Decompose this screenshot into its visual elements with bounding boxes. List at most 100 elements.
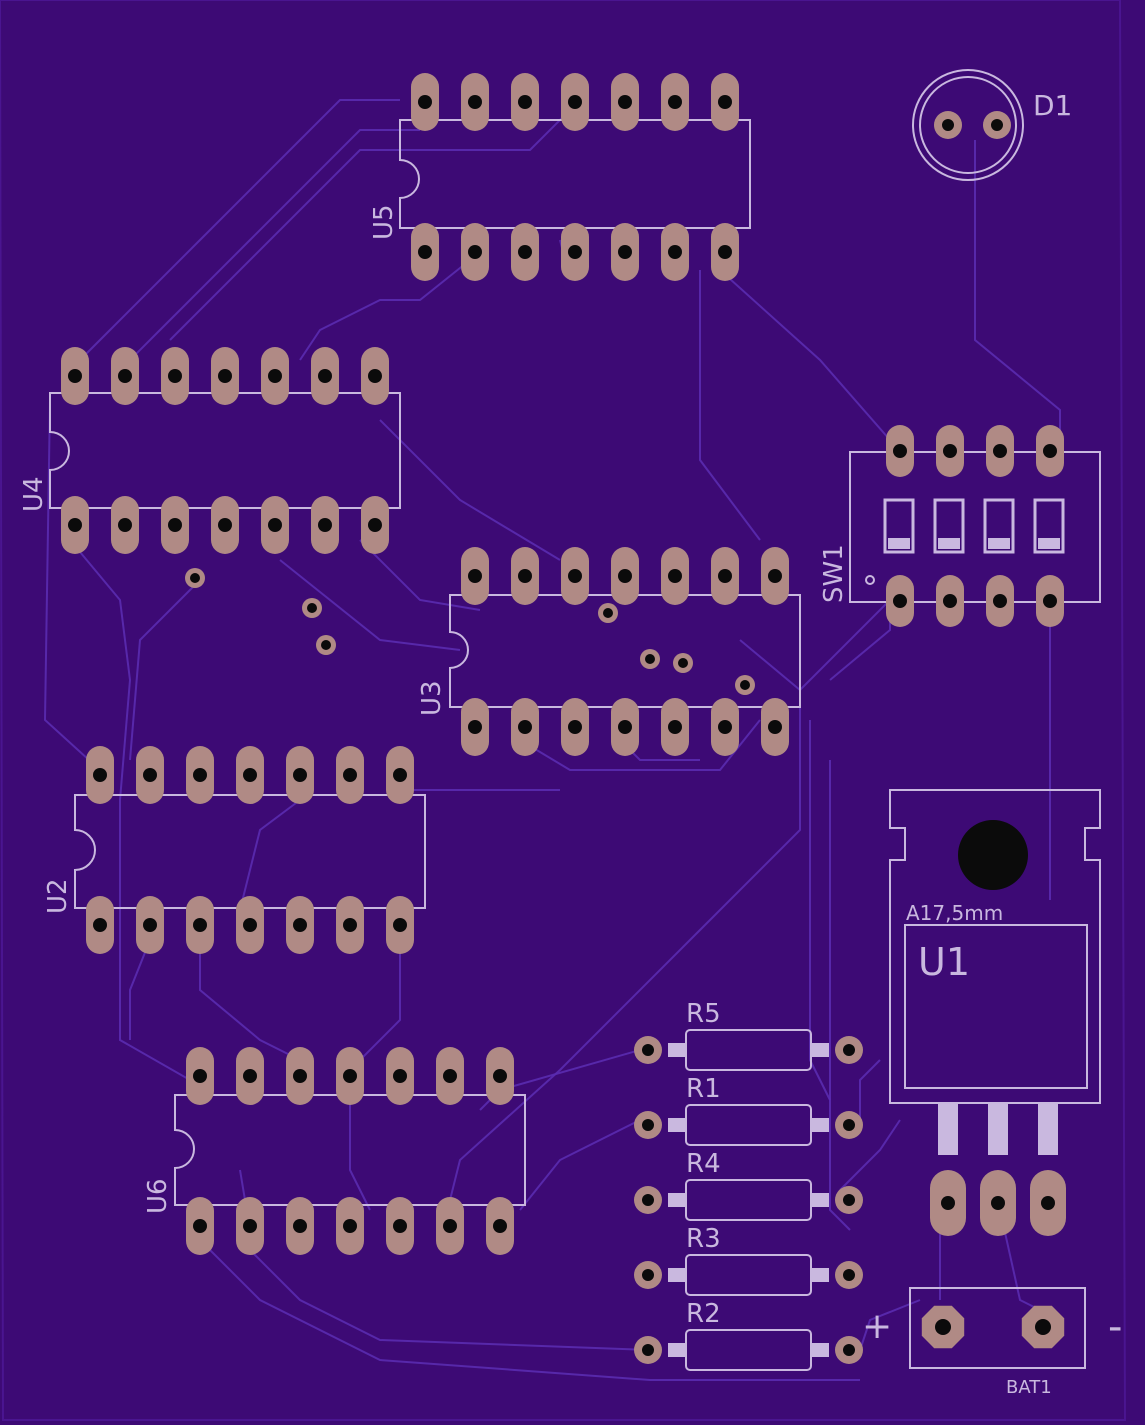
u4-pad-top-6-drill bbox=[318, 369, 332, 383]
u2-pad-bottom-4-drill bbox=[243, 918, 257, 932]
label-r2: R2 bbox=[686, 1299, 721, 1329]
label-u1-note: A17,5mm bbox=[906, 901, 1003, 925]
u1-outline bbox=[889, 789, 1101, 1104]
u6-pad-bottom-2-drill bbox=[243, 1219, 257, 1233]
u4-pad-top-5-drill bbox=[268, 369, 282, 383]
u2-pad-top-1-drill bbox=[93, 768, 107, 782]
u4-pad-top-4-drill bbox=[218, 369, 232, 383]
d1-outline bbox=[912, 69, 1024, 181]
resistor-3-pad-right-drill bbox=[843, 1194, 855, 1206]
u2-pad-top-5-drill bbox=[293, 768, 307, 782]
u6-pad-top-7-drill bbox=[493, 1069, 507, 1083]
u2-pad-bottom-1-drill bbox=[93, 918, 107, 932]
d1-pad-2-drill bbox=[991, 119, 1003, 131]
d1-pad-1-drill bbox=[942, 119, 954, 131]
resistor-3-pad-left-drill bbox=[642, 1194, 654, 1206]
u5-pad-top-2-drill bbox=[468, 95, 482, 109]
u2-pad-bottom-5-drill bbox=[293, 918, 307, 932]
bat1-outline bbox=[909, 1287, 1086, 1369]
u2-pad-top-7-drill bbox=[393, 768, 407, 782]
via-4-drill bbox=[603, 608, 613, 618]
u5-pad-bottom-7-drill bbox=[718, 245, 732, 259]
u5-pad-bottom-4-drill bbox=[568, 245, 582, 259]
resistor-4-pad-left-drill bbox=[642, 1269, 654, 1281]
u2-pad-top-6-drill bbox=[343, 768, 357, 782]
label-d1: D1 bbox=[1033, 89, 1072, 122]
sw1-pad-top-3-drill bbox=[993, 444, 1007, 458]
u1-pad-3-drill bbox=[1041, 1196, 1055, 1210]
u6-pad-bottom-1-drill bbox=[193, 1219, 207, 1233]
silkscreen-labels: U5 U4 U3 U2 U6 SW1 D1 A17,5mm U1 R5 R1 R… bbox=[19, 89, 1122, 1398]
resistor-1-pad-left-drill bbox=[642, 1044, 654, 1056]
resistor-5-pad-left-drill bbox=[642, 1344, 654, 1356]
u6-pad-bottom-6-drill bbox=[443, 1219, 457, 1233]
u2-pad-top-4-drill bbox=[243, 768, 257, 782]
label-battery-minus: - bbox=[1108, 1304, 1122, 1350]
u6-pad-bottom-7-drill bbox=[493, 1219, 507, 1233]
u4-outline bbox=[49, 392, 401, 509]
via-1-drill bbox=[190, 573, 200, 583]
label-r1: R1 bbox=[686, 1074, 721, 1104]
d1-inner-ring bbox=[919, 76, 1017, 174]
label-u1: U1 bbox=[918, 940, 970, 984]
label-r4: R4 bbox=[686, 1149, 721, 1179]
u3-pad-bottom-3-drill bbox=[568, 720, 582, 734]
label-u5: U5 bbox=[369, 204, 399, 240]
via-5-drill bbox=[645, 654, 655, 664]
sw1-pad-bottom-2-drill bbox=[943, 594, 957, 608]
label-bat1: BAT1 bbox=[1006, 1377, 1052, 1398]
u6-pad-bottom-4-drill bbox=[343, 1219, 357, 1233]
u4-pad-bottom-5-drill bbox=[268, 518, 282, 532]
u4-pad-bottom-7-drill bbox=[368, 518, 382, 532]
component-details bbox=[668, 498, 1065, 1357]
u2-pad-bottom-3-drill bbox=[193, 918, 207, 932]
u4-pad-bottom-3-drill bbox=[168, 518, 182, 532]
u3-pad-bottom-5-drill bbox=[668, 720, 682, 734]
label-r3: R3 bbox=[686, 1224, 721, 1254]
sw1-pin1-marker bbox=[865, 575, 875, 585]
u3-pad-bottom-6-drill bbox=[718, 720, 732, 734]
u1-pad-1-drill bbox=[941, 1196, 955, 1210]
u5-pad-bottom-2-drill bbox=[468, 245, 482, 259]
resistor-2-pad-left-drill bbox=[642, 1119, 654, 1131]
u3-pad-top-3-drill bbox=[568, 569, 582, 583]
u6-pad-top-6-drill bbox=[443, 1069, 457, 1083]
sw1-pad-bottom-3-drill bbox=[993, 594, 1007, 608]
u6-pad-top-2-drill bbox=[243, 1069, 257, 1083]
label-r5: R5 bbox=[686, 999, 721, 1029]
copper-pads bbox=[61, 73, 1066, 1364]
via-7-drill bbox=[740, 680, 750, 690]
u3-pad-bottom-4-drill bbox=[618, 720, 632, 734]
sw1-pad-top-4-drill bbox=[1043, 444, 1057, 458]
u2-pad-top-2-drill bbox=[143, 768, 157, 782]
u3-pad-top-7-drill bbox=[768, 569, 782, 583]
u3-pad-top-4-drill bbox=[618, 569, 632, 583]
u1-body-window bbox=[904, 924, 1088, 1089]
u3-pad-bottom-2-drill bbox=[518, 720, 532, 734]
label-u3: U3 bbox=[417, 680, 447, 716]
sw1-pad-top-1-drill bbox=[893, 444, 907, 458]
u5-pad-top-1-drill bbox=[418, 95, 432, 109]
u2-pad-bottom-2-drill bbox=[143, 918, 157, 932]
via-2-drill bbox=[307, 603, 317, 613]
via-6-drill bbox=[678, 658, 688, 668]
u6-pad-top-4-drill bbox=[343, 1069, 357, 1083]
u5-pad-top-6-drill bbox=[668, 95, 682, 109]
u1-mounting-hole bbox=[958, 820, 1028, 890]
u2-pad-bottom-6-drill bbox=[343, 918, 357, 932]
sw1-switches bbox=[883, 498, 1065, 554]
bat1-pad-plus-drill bbox=[935, 1319, 951, 1335]
resistor-leads bbox=[668, 1043, 829, 1357]
u5-pad-top-3-drill bbox=[518, 95, 532, 109]
label-u4: U4 bbox=[19, 476, 49, 512]
resistor-4-pad-right-drill bbox=[843, 1269, 855, 1281]
u2-pad-top-3-drill bbox=[193, 768, 207, 782]
via-3-drill bbox=[321, 640, 331, 650]
label-battery-plus: + bbox=[862, 1306, 892, 1347]
u4-pad-top-1-drill bbox=[68, 369, 82, 383]
u4-pad-bottom-2-drill bbox=[118, 518, 132, 532]
u4-pad-top-2-drill bbox=[118, 369, 132, 383]
u5-pad-top-7-drill bbox=[718, 95, 732, 109]
u3-pad-top-1-drill bbox=[468, 569, 482, 583]
